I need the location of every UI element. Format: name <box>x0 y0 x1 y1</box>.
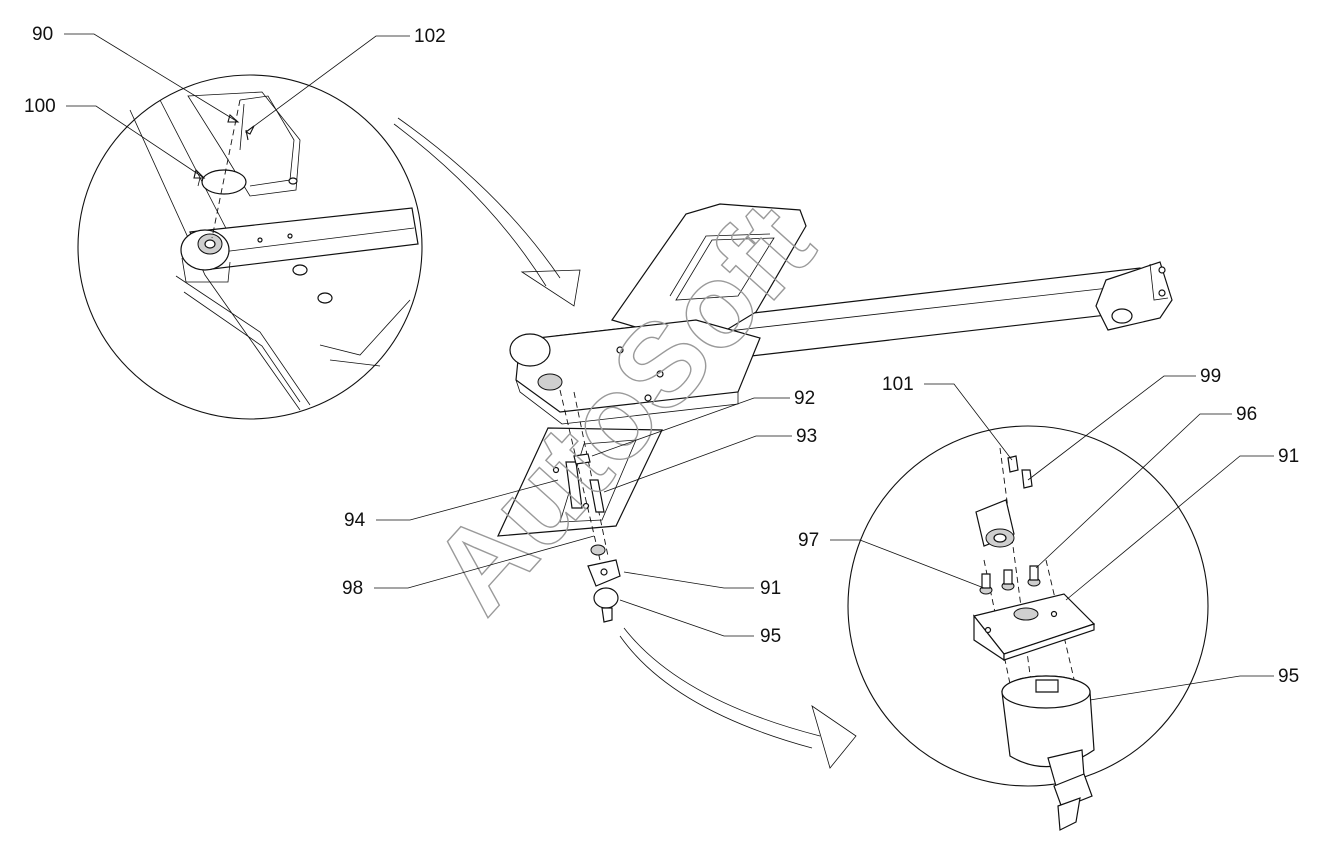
watermark-text: AutoSoft <box>407 179 838 637</box>
callout-97: 97 <box>798 530 819 551</box>
callout-102: 102 <box>414 26 446 47</box>
callout-90: 90 <box>32 24 53 45</box>
leader-lines <box>64 33 1274 701</box>
callout-92: 92 <box>794 388 815 409</box>
callout-94: 94 <box>344 510 366 531</box>
callout-91-detail: 91 <box>1278 446 1299 467</box>
callout-91-main: 91 <box>760 578 781 599</box>
callout-93: 93 <box>796 426 817 447</box>
callout-95-detail: 95 <box>1278 666 1299 687</box>
callout-100: 100 <box>24 96 56 117</box>
main-assembly <box>497 203 1173 623</box>
callout-101: 101 <box>882 374 914 395</box>
callout-96: 96 <box>1236 404 1257 425</box>
callout-98: 98 <box>342 578 363 599</box>
callout-99: 99 <box>1200 366 1221 387</box>
detail-view-top-left <box>77 74 423 420</box>
flow-arrow-top <box>393 117 581 307</box>
callout-labels: 90 100 102 92 93 94 98 91 95 101 99 96 9… <box>24 24 1299 687</box>
flow-arrow-bottom <box>619 627 857 769</box>
detail-view-bottom-right <box>847 425 1209 831</box>
callout-95-main: 95 <box>760 626 781 647</box>
